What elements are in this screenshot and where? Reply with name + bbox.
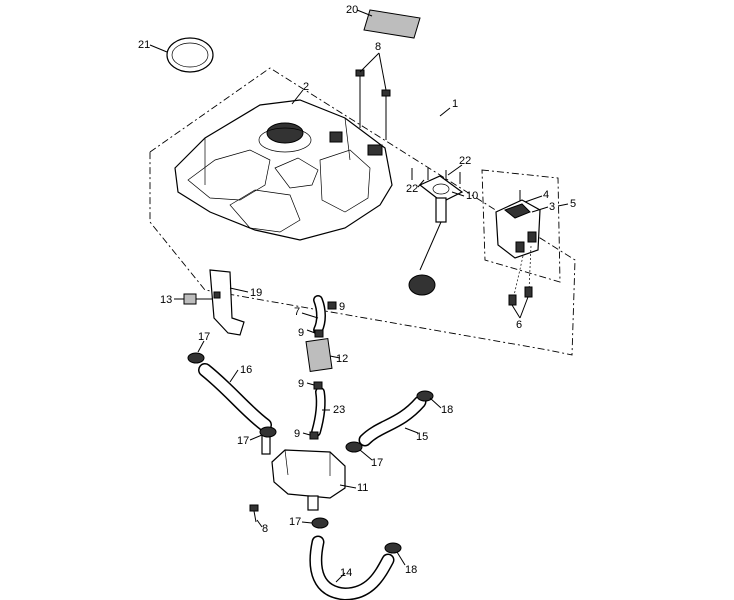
assembly-boundary [149,67,576,356]
callout-3: 3 [549,201,555,213]
callout-16: 16 [240,364,252,376]
hose-clamp-17 [187,352,363,529]
callout-12: 12 [336,353,348,365]
callout-23: 23 [333,404,345,416]
separator-11 [261,429,346,511]
callout-17: 17 [198,331,210,343]
callout-10: 10 [466,190,478,202]
clamp-9 [309,301,337,440]
bolt-8 [355,69,391,140]
callout-2: 2 [303,81,309,93]
hose-clamp-18 [384,390,434,554]
callout-17: 17 [289,516,301,528]
leader-lines [149,9,569,583]
callout-labels: 20 21 8 1 2 22 22 10 4 3 5 6 19 13 7 9 9… [138,4,576,579]
callout-1: 1 [452,98,458,110]
bolt-13 [183,293,212,305]
callout-9: 9 [298,327,304,339]
callout-9: 9 [298,378,304,390]
o-ring-21 [166,37,214,73]
bolt-6 [508,245,533,306]
callout-17: 17 [371,457,383,469]
screw-22 [411,168,461,184]
callout-6: 6 [516,319,522,331]
callout-17: 17 [237,435,249,447]
callout-19: 19 [250,287,262,299]
callout-22: 22 [406,183,418,195]
callout-8: 8 [375,41,381,53]
fuel-pump-3 [495,190,541,259]
fuel-filter-12 [305,338,333,372]
callout-8: 8 [262,523,268,535]
fuel-tank-2 [174,99,393,241]
bolt-8-lower [249,504,259,523]
callout-4: 4 [543,189,549,201]
callout-11: 11 [357,482,368,494]
bracket-19 [209,269,245,336]
callout-21: 21 [138,39,150,51]
callout-5: 5 [570,198,576,210]
callout-14: 14 [340,567,352,579]
foam-pad-20 [363,9,421,39]
callout-9: 9 [294,428,300,440]
callout-15: 15 [416,431,428,443]
callout-18: 18 [405,564,417,576]
callout-22: 22 [459,155,471,167]
callout-18: 18 [441,404,453,416]
callout-7: 7 [294,306,300,318]
fuel-level-sender-10 [408,175,464,296]
pump-subassembly-box [481,169,561,283]
callout-20: 20 [346,4,358,16]
callout-13: 13 [160,294,172,306]
callout-9: 9 [339,301,345,313]
